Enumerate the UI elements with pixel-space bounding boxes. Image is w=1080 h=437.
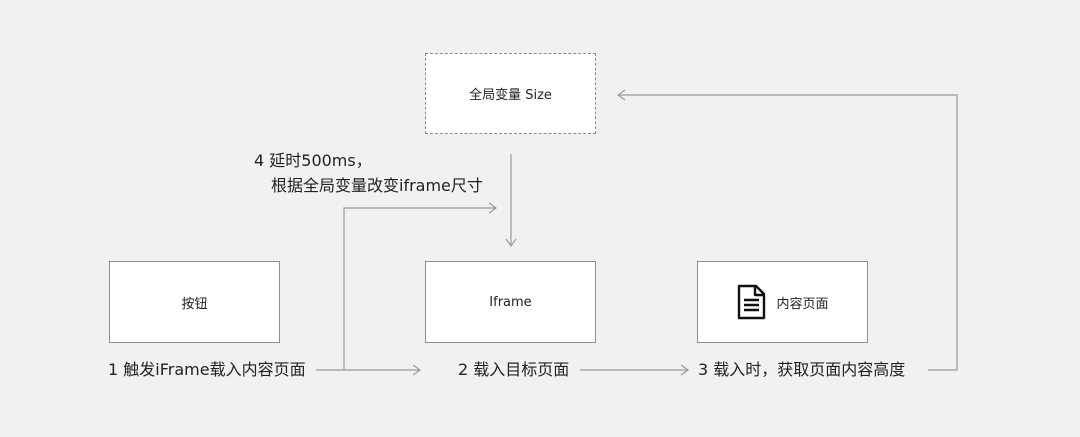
- arrow-step2-to-content-head: [680, 364, 690, 376]
- arrow-step4-branch-head: [488, 202, 498, 214]
- global-variable-label: 全局变量 Size: [469, 88, 552, 103]
- step4-label-line2: 根据全局变量改变iframe尺寸: [271, 176, 483, 195]
- arrow-step1-to-iframe-head: [412, 364, 422, 376]
- button-box: 按钮: [109, 261, 280, 343]
- iframe-box-label: Iframe: [489, 294, 532, 310]
- content-page-box: 内容页面: [697, 261, 868, 343]
- arrow-step3-to-global-head: [616, 89, 626, 101]
- document-icon: [738, 284, 766, 320]
- step2-label: 2 载入目标页面: [458, 360, 570, 379]
- step1-label: 1 触发iFrame载入内容页面: [108, 360, 306, 379]
- iframe-box: Iframe: [425, 261, 596, 343]
- step3-label: 3 载入时，获取页面内容高度: [698, 360, 906, 379]
- global-variable-box: 全局变量 Size: [425, 53, 596, 134]
- content-page-label: 内容页面: [776, 296, 829, 312]
- button-box-label: 按钮: [181, 296, 208, 312]
- step4-label-line1: 4 延时500ms，: [254, 151, 372, 170]
- arrow-global-to-iframe-head: [505, 238, 517, 248]
